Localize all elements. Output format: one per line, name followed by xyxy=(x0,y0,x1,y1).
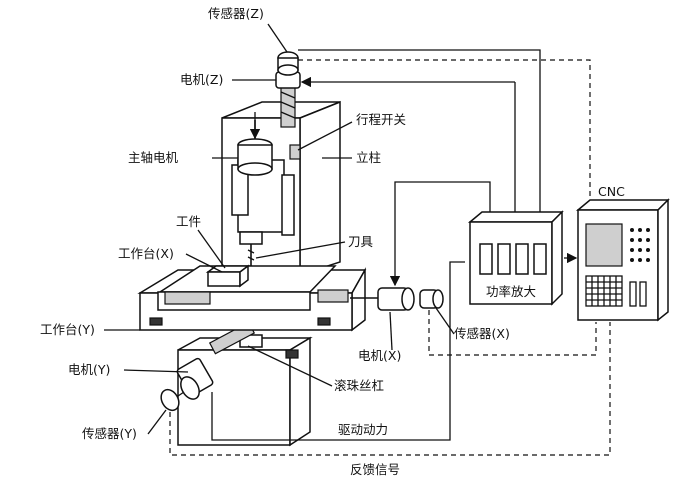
label-ball-screw: 滚珠丝杠 xyxy=(334,378,384,393)
y-sensor xyxy=(160,388,180,412)
limit-switch xyxy=(289,144,301,160)
cnc-screen xyxy=(585,223,623,267)
label-sensor-y: 传感器(Y) xyxy=(82,426,137,441)
label-cutter: 刀具 xyxy=(348,234,374,249)
label-motor-z: 电机(Z) xyxy=(180,72,223,87)
label-cnc: CNC xyxy=(598,184,625,199)
label-table-y: 工作台(Y) xyxy=(40,322,95,337)
cnc-keypad xyxy=(585,275,623,307)
label-motor-y: 电机(Y) xyxy=(68,362,110,377)
power-amplifier xyxy=(467,210,564,306)
workpiece xyxy=(207,271,241,287)
label-sensor-x: 传感器(X) xyxy=(454,326,510,341)
table xyxy=(137,264,367,332)
label-spindle-motor: 主轴电机 xyxy=(128,150,179,165)
cnc-unit xyxy=(575,198,670,322)
label-table-x: 工作台(X) xyxy=(118,246,174,261)
y-axis-drive xyxy=(160,357,214,412)
label-limit-switch: 行程开关 xyxy=(356,112,406,127)
label-sensor-z: 传感器(Z) xyxy=(208,6,264,21)
connection-lines xyxy=(169,49,611,456)
x-axis-drive xyxy=(350,287,444,311)
label-column: 立柱 xyxy=(356,150,381,165)
label-drive-power: 驱动动力 xyxy=(338,422,388,437)
label-amplifier: 功率放大 xyxy=(486,284,536,299)
label-workpiece: 工件 xyxy=(176,214,201,229)
leader-lines xyxy=(104,23,455,435)
label-feedback: 反馈信号 xyxy=(350,462,400,477)
z-axis-drive xyxy=(275,51,301,128)
label-motor-x: 电机(X) xyxy=(358,348,401,363)
